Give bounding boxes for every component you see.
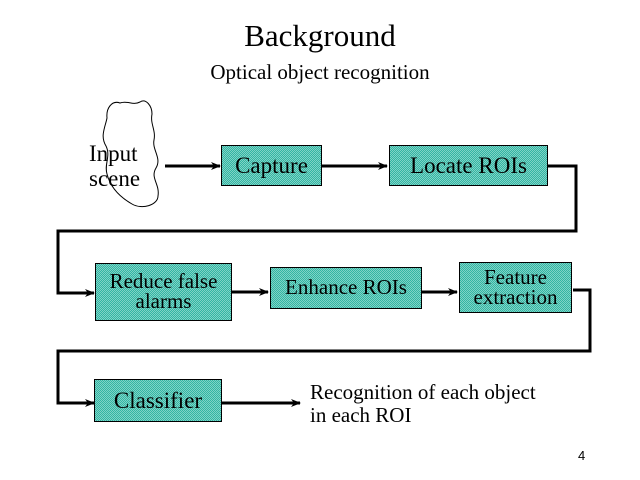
capture-label: Capture: [235, 152, 308, 178]
arrow-feature-to-classifier: [56, 288, 592, 407]
enhance-rois-label: Enhance ROIs: [285, 275, 407, 300]
locate-rois-box: Locate ROIs: [389, 145, 548, 186]
reduce-label-line1: Reduce false: [109, 269, 218, 294]
slide-title: Background: [244, 18, 396, 53]
feature-label-line2: extraction: [473, 284, 558, 309]
feature-extraction-box: Feature extraction: [459, 262, 572, 313]
reduce-false-alarms-box: Reduce false alarms: [95, 263, 232, 321]
locate-rois-label: Locate ROIs: [410, 152, 527, 178]
classifier-box: Classifier: [94, 379, 222, 422]
arrow-locate-to-reduce: [56, 164, 578, 297]
page-number: 4: [578, 448, 586, 463]
capture-box: Capture: [221, 145, 322, 186]
output-line1: Recognition of each object: [310, 380, 536, 404]
output-line2: in each ROI: [310, 403, 412, 428]
output-label: Recognition of each object in each ROI: [310, 380, 536, 428]
input-scene-label: Input scene: [89, 141, 140, 192]
input-scene-line2: scene: [89, 166, 141, 192]
input-scene-cloud-icon: [102, 100, 159, 208]
input-scene-line1: Input: [89, 141, 138, 166]
slide-subtitle: Optical object recognition: [210, 60, 430, 84]
classifier-label: Classifier: [113, 387, 203, 413]
reduce-label-line2: alarms: [135, 289, 192, 313]
enhance-rois-box: Enhance ROIs: [270, 267, 422, 309]
feature-label-line1: Feature: [484, 264, 547, 289]
